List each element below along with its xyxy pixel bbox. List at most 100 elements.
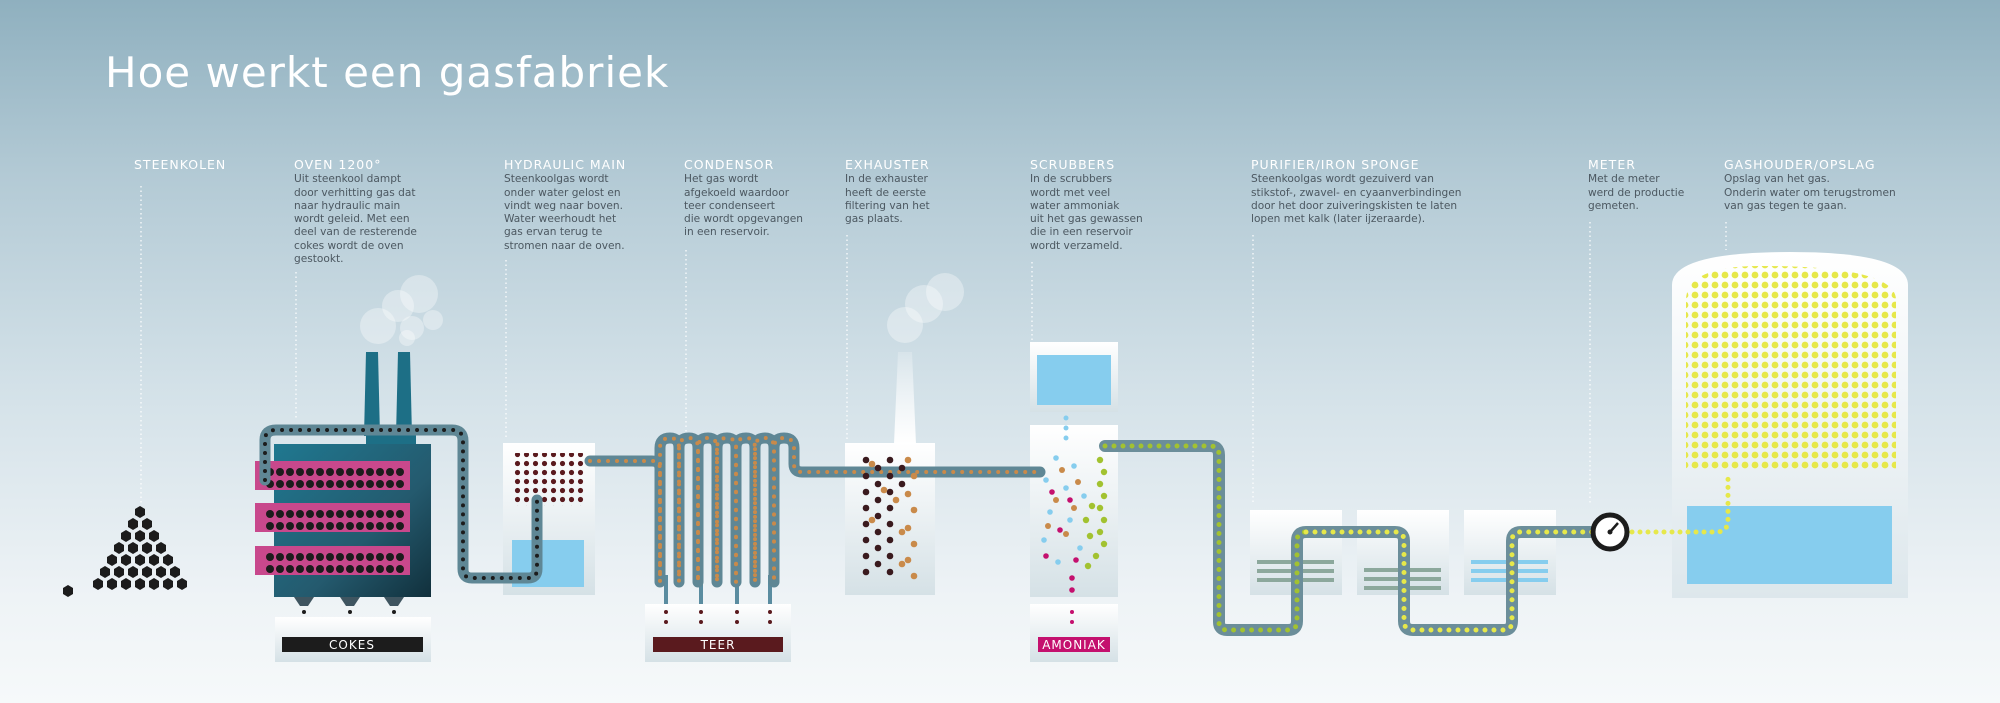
gas-flow-dots [1303, 529, 1603, 633]
dot [862, 472, 870, 480]
coal-dot [336, 468, 344, 476]
stage-description: Uit steenkool dampt door verhitting gas … [294, 173, 417, 266]
coal-dot [336, 565, 344, 573]
coal-dot [376, 468, 384, 476]
stage-title: STEENKOLEN [134, 157, 227, 172]
page-title: Hoe werkt een gasfabriek [105, 48, 670, 97]
coal-lump [121, 530, 131, 542]
gas-meter-icon [1590, 512, 1630, 552]
stage-label-scrubbers: SCRUBBERS In de scrubbers wordt met veel… [1030, 158, 1143, 253]
dot [874, 464, 882, 472]
dot [874, 544, 882, 552]
coal-lump [100, 566, 110, 578]
coal-dot [396, 565, 404, 573]
drop [664, 610, 668, 614]
coal-lump [121, 554, 131, 566]
smoke-puff [905, 285, 943, 323]
coal-dot [366, 565, 374, 573]
dot [1055, 559, 1061, 565]
coal-dot [316, 553, 324, 561]
dot [874, 560, 882, 568]
coal-dot [306, 522, 314, 530]
stage-description: In de exhauster heeft de eerste filterin… [845, 173, 930, 226]
stage-description: Steenkoolgas wordt gezuiverd van stiksto… [1251, 173, 1462, 226]
coal-dot [346, 468, 354, 476]
stage-label-gashouder: GASHOUDER/OPSLAG Opslag van het gas. Ond… [1724, 158, 1896, 213]
coal-dot [346, 480, 354, 488]
coal-lump [142, 518, 152, 530]
stage-label-meter: METER Met de meter werd de productie gem… [1588, 158, 1684, 213]
coal-dot [386, 468, 394, 476]
dot [862, 568, 870, 576]
dot [1049, 489, 1055, 495]
coal-dot [366, 468, 374, 476]
exhauster-dots [862, 456, 918, 580]
dot [862, 456, 870, 464]
dot [1069, 587, 1075, 593]
dot [1070, 620, 1074, 624]
dot [1063, 485, 1069, 491]
dot [874, 512, 882, 520]
coal-dot [316, 480, 324, 488]
gas-flow-dots [1629, 471, 1731, 535]
stage-title: METER [1588, 157, 1636, 172]
coal-lump [149, 578, 159, 590]
coal-dot [366, 480, 374, 488]
coal-pile [63, 506, 187, 597]
coal-dot [346, 522, 354, 530]
stage-label-steenkolen: STEENKOLEN [134, 158, 226, 173]
coal-dot [356, 510, 364, 518]
leader-lines [140, 186, 1727, 505]
stage-label-hydraulic-main: HYDRAULIC MAIN Steenkoolgas wordt onder … [504, 158, 626, 253]
coal-dot [266, 522, 274, 530]
coal-lump [156, 542, 166, 554]
dot [904, 556, 912, 564]
gas-flow-dots [1102, 443, 1309, 633]
teer-label-bar [653, 637, 783, 652]
stage-title: GASHOUDER/OPSLAG [1724, 157, 1876, 172]
scrubber-water [1037, 355, 1111, 405]
dot [1100, 540, 1108, 548]
coal-dot [276, 480, 284, 488]
dot [1069, 575, 1075, 581]
coal-lump [149, 530, 159, 542]
coal-dot [276, 510, 284, 518]
smoke-puff [360, 308, 396, 344]
dot [904, 524, 912, 532]
coal-dot [366, 522, 374, 530]
coal-lump [114, 566, 124, 578]
coal-dot [346, 553, 354, 561]
coal-dot [296, 522, 304, 530]
oven-chimney [364, 352, 380, 436]
coal-lump [107, 554, 117, 566]
condensor: TEER [645, 575, 791, 662]
dot [910, 506, 918, 514]
smoke-puff [887, 307, 923, 343]
smoke-puff [400, 316, 424, 340]
dot [1088, 502, 1096, 510]
dot [1075, 479, 1081, 485]
coal-dot [306, 510, 314, 518]
stage-description: Het gas wordt afgekoeld waardoor teer co… [684, 173, 803, 239]
coal-dot [306, 468, 314, 476]
drop [735, 610, 739, 614]
pipe-purifiers [1099, 440, 1606, 636]
coal-dot [266, 565, 274, 573]
stage-title: CONDENSOR [684, 157, 775, 172]
coal-dot [386, 565, 394, 573]
coal-dot [396, 480, 404, 488]
dot [910, 572, 918, 580]
coal-dot [346, 565, 354, 573]
coal-dot [336, 480, 344, 488]
coal-dot [386, 522, 394, 530]
dot [904, 456, 912, 464]
dot [1071, 463, 1077, 469]
coal-dot [326, 565, 334, 573]
dot [1043, 477, 1049, 483]
dot [1067, 497, 1073, 503]
dot [1073, 557, 1079, 563]
dot [886, 488, 894, 496]
stage-label-condensor: CONDENSOR Het gas wordt afgekoeld waardo… [684, 158, 803, 240]
dot [898, 528, 906, 536]
coal-dot [336, 522, 344, 530]
